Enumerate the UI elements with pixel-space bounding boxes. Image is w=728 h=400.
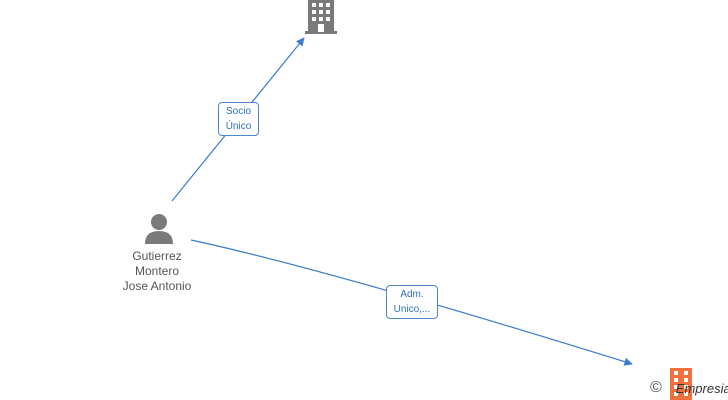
person-name-line-1: Gutierrez (132, 249, 182, 263)
person-name-line-3: Jose Antonio (122, 279, 192, 293)
edge-label-line: Unico,... (393, 304, 431, 315)
edge-label-socio-unico[interactable]: Socio Único (218, 102, 259, 136)
edge-adm-unico (190, 239, 633, 366)
person-name[interactable]: Gutierrez Montero Jose Antonio (97, 249, 217, 294)
person-icon (145, 214, 173, 244)
building-icon (670, 368, 692, 400)
copyright-symbol: © (650, 379, 662, 396)
building-icon (305, 0, 337, 34)
edge-label-line: Adm. (400, 289, 424, 300)
person-node[interactable] (144, 213, 174, 250)
edge-label-line: Único (225, 121, 252, 132)
edge-label-adm-unico[interactable]: Adm. Unico,... (386, 285, 438, 319)
company-node-bottom[interactable] (668, 368, 694, 400)
watermark-brand: Empresia (675, 380, 728, 396)
person-name-line-2: Montero (134, 264, 180, 278)
watermark: © Empresia (650, 376, 728, 400)
company-node-top[interactable] (305, 0, 337, 39)
edge-label-line: Socio (225, 106, 251, 117)
